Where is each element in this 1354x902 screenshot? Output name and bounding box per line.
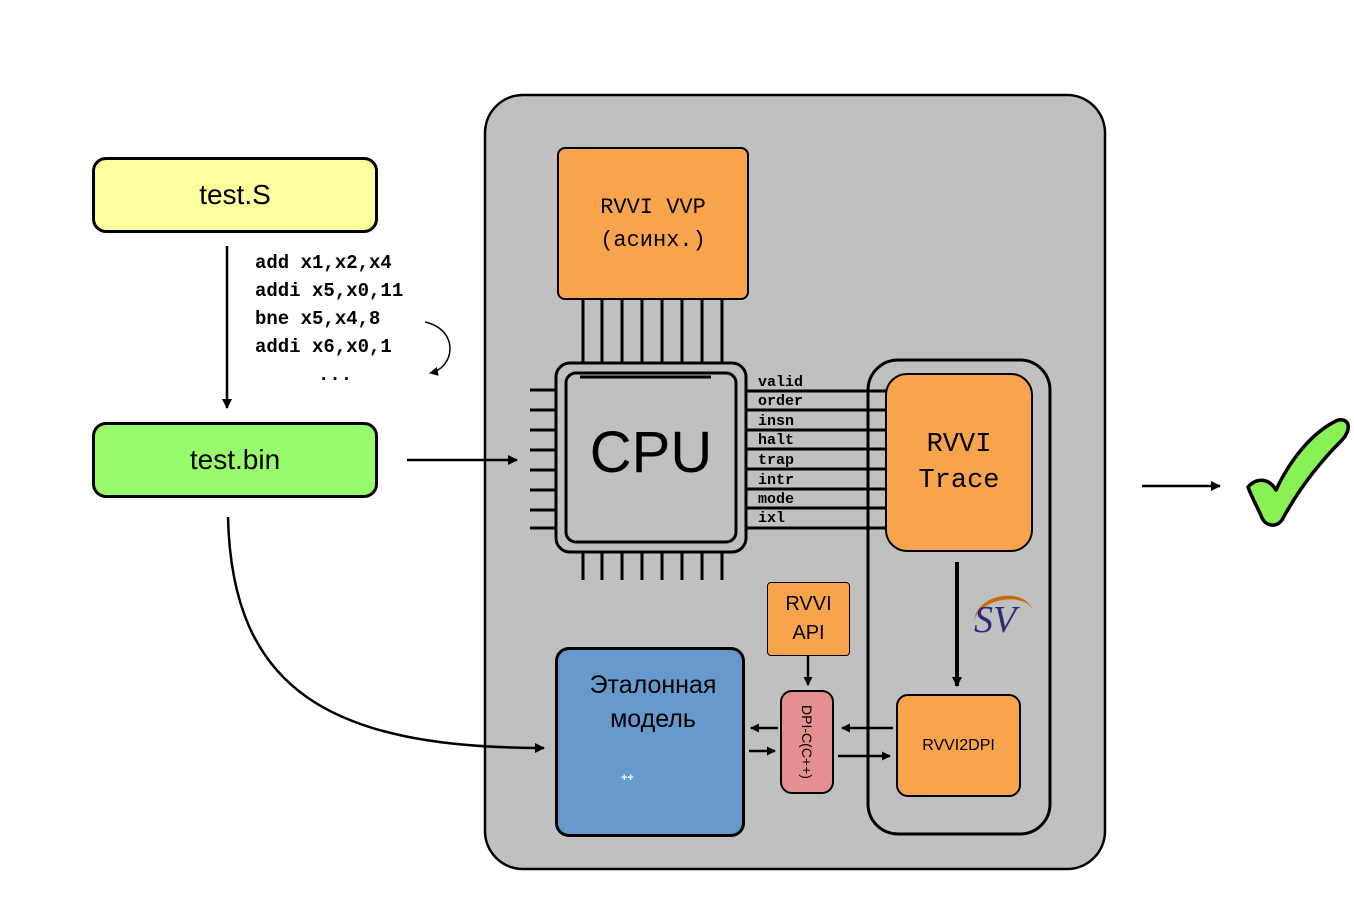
dpi-box: DPI-C(C++)	[780, 690, 834, 794]
signal-label: intr	[758, 472, 795, 489]
rvvi-vvp-box: RVVI VVP (асинх.)	[557, 147, 749, 300]
signal-label: order	[758, 393, 804, 410]
rvvi-trace-box: RVVI Trace	[885, 373, 1033, 552]
dpi-label: DPI-C(C++)	[799, 705, 815, 779]
branch-arrow	[424, 321, 451, 376]
rvvi-vvp-title: RVVI VVP	[600, 194, 706, 220]
reference-model-title: Эталонная модель	[555, 668, 751, 736]
signal-label: valid	[758, 374, 804, 391]
rvvi-api-title: RVVI	[785, 593, 832, 615]
code-line: addi x5,x0,11	[255, 280, 404, 302]
rvvi-trace-subtitle: Trace	[918, 465, 1000, 496]
reference-model-line2: модель	[610, 705, 696, 733]
systemverilog-logo: SV	[968, 590, 1038, 648]
rvvi2dpi-box: RVVI2DPI	[896, 694, 1021, 797]
cpu-signal-lines	[744, 389, 886, 530]
source-file-box: test.S	[92, 157, 378, 233]
source-file-label: test.S	[199, 179, 271, 210]
vvp-bus	[581, 300, 724, 365]
rvvi-api-subtitle: API	[792, 622, 825, 644]
signal-label: halt	[758, 432, 795, 449]
trace-container	[866, 358, 1052, 836]
code-line: add x1,x2,x4	[255, 252, 392, 274]
signal-label: ixl	[758, 510, 786, 527]
code-line: addi x6,x0,1	[255, 336, 392, 358]
rvvi-trace-title: RVVI	[926, 429, 992, 460]
cpu-label: CPU	[589, 420, 713, 485]
reference-model-line1: Эталонная	[589, 671, 717, 699]
cpu-left-pins	[530, 388, 558, 530]
signal-label: insn	[758, 413, 795, 430]
bin-to-model-arrow	[226, 516, 545, 753]
rvvi-vvp-subtitle: (асинх.)	[600, 227, 706, 253]
rvvi2dpi-label: RVVI2DPI	[922, 736, 995, 754]
cpp-plus-label: ++	[621, 772, 634, 784]
reference-model-box	[555, 647, 745, 837]
binary-file-box: test.bin	[92, 422, 378, 498]
binary-file-label: test.bin	[189, 444, 281, 475]
signal-label: mode	[758, 491, 795, 508]
code-line: bne x5,x4,8	[255, 308, 381, 330]
rvvi-api-box: RVVI API	[767, 582, 850, 656]
cpu-inner	[564, 371, 738, 544]
cpu-bottom-pins	[581, 550, 724, 580]
sv-logo-text: SV	[974, 599, 1017, 641]
checkmark-icon	[1246, 418, 1350, 527]
signal-label: trap	[758, 452, 795, 469]
code-line: ...	[318, 364, 353, 386]
